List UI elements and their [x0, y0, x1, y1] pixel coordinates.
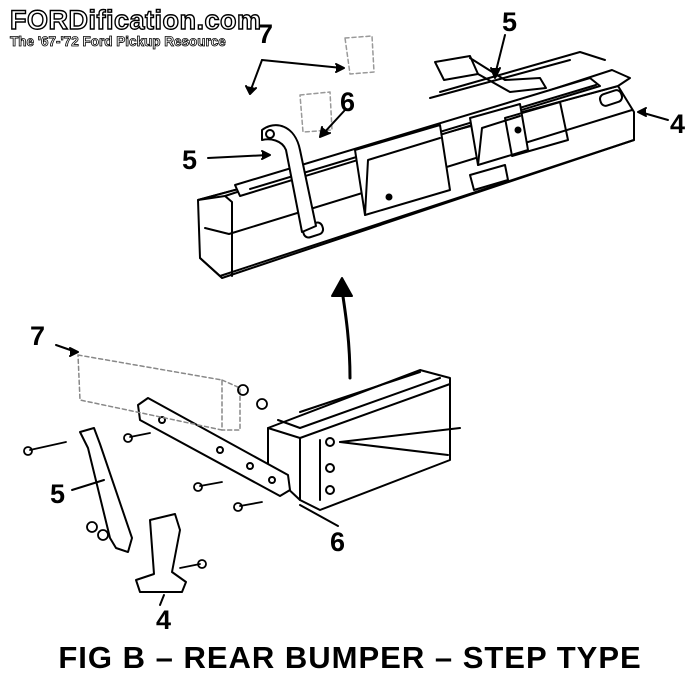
callout-5-top-left: 5: [182, 145, 198, 175]
callout-4-bottom: 4: [156, 605, 172, 635]
site-watermark: FORDification.com The '67-'72 Ford Picku…: [9, 5, 262, 50]
step-recess: [354, 124, 451, 216]
callout-5-bottom: 5: [50, 479, 66, 509]
callout-6-top: 6: [340, 87, 356, 117]
callout-7-bottom: 7: [30, 321, 46, 351]
callout-4-top: 4: [670, 109, 686, 139]
callout-5-top-right: 5: [502, 7, 518, 37]
watermark-title: FORDification.com: [9, 5, 262, 35]
step-bracket: [135, 513, 187, 593]
watermark-subtitle: The '67-'72 Ford Pickup Resource: [10, 34, 227, 50]
ghost-license-bracket: [299, 35, 375, 133]
figure-caption: FIG B – REAR BUMPER – STEP TYPE: [58, 640, 642, 675]
assembly-arrow: [331, 277, 353, 380]
brace: [79, 427, 133, 553]
exploded-parts: [23, 344, 461, 606]
callout-7-top: 7: [258, 19, 274, 49]
mounting-plate: [137, 397, 291, 497]
callout-6-bottom: 6: [330, 527, 346, 557]
assembled-bumper: [197, 34, 669, 279]
